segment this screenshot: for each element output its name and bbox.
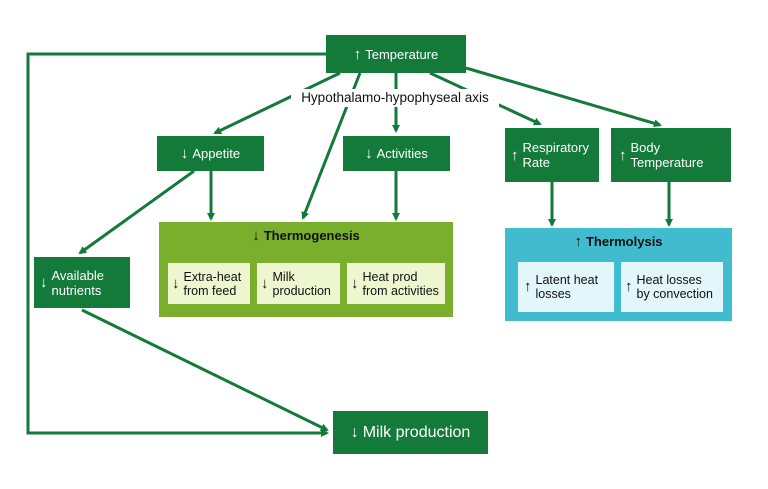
heat-prod-label: Heat prod from activities xyxy=(362,269,439,298)
extra-heat-item: ↓ Extra-heat from feed xyxy=(168,263,250,304)
heat-prod-item: ↓ Heat prod from activities xyxy=(347,263,445,304)
activities-node: ↓ Activities xyxy=(343,136,450,171)
down-arrow-icon: ↓ xyxy=(350,424,359,441)
thermogenesis-title: ↓Thermogenesis xyxy=(159,228,453,243)
milk-production-item: ↓ Milk production xyxy=(257,263,340,304)
down-arrow-icon: ↓ xyxy=(172,274,180,292)
heat-losses-convection-item: ↑ Heat losses by convection xyxy=(621,262,723,312)
arrow-temperature-to-body-temperature xyxy=(465,66,662,128)
activities-label: Activities xyxy=(376,146,428,161)
available-nutrients-label: Available nutrients xyxy=(51,267,105,298)
body-temperature-label: Body Temperature xyxy=(630,140,704,170)
arrow-appetite-to-available-nutrients xyxy=(78,169,195,255)
down-arrow-icon: ↓ xyxy=(180,145,189,162)
respiratory-rate-label: Respiratory Rate xyxy=(522,140,589,170)
down-arrow-icon: ↓ xyxy=(261,274,269,292)
thermolysis-label: Thermolysis xyxy=(585,234,663,249)
temperature-label: Temperature xyxy=(365,46,439,62)
hypothalamo-axis-label: Hypothalamo-hypophyseal axis xyxy=(291,89,499,107)
up-arrow-icon: ↑ xyxy=(511,146,519,164)
body-temperature-node: ↑ Body Temperature xyxy=(611,128,731,182)
down-arrow-icon: ↓ xyxy=(365,145,373,162)
heat-losses-convection-label: Heat losses by convection xyxy=(636,273,713,301)
up-arrow-icon: ↑ xyxy=(574,233,582,250)
up-arrow-icon: ↑ xyxy=(353,45,362,63)
up-arrow-icon: ↑ xyxy=(524,278,532,295)
down-arrow-icon: ↓ xyxy=(40,274,48,291)
extra-heat-label: Extra-heat from feed xyxy=(183,269,242,298)
appetite-label: Appetite xyxy=(192,146,241,161)
temperature-node: ↑ Temperature xyxy=(326,35,466,73)
thermogenesis-label: Thermogenesis xyxy=(263,228,360,243)
milk-production-node: ↓ Milk production xyxy=(333,411,488,454)
milk-production-item-label: Milk production xyxy=(272,269,331,298)
available-nutrients-node: ↓ Available nutrients xyxy=(34,257,130,308)
arrow-temperature-to-milk-production xyxy=(26,52,329,437)
latent-heat-item: ↑ Latent heat losses xyxy=(518,262,614,312)
up-arrow-icon: ↑ xyxy=(619,146,627,164)
appetite-node: ↓ Appetite xyxy=(157,136,264,171)
respiratory-rate-node: ↑ Respiratory Rate xyxy=(505,128,599,182)
thermolysis-title: ↑Thermolysis xyxy=(505,234,732,249)
down-arrow-icon: ↓ xyxy=(351,274,359,292)
up-arrow-icon: ↑ xyxy=(625,278,633,295)
arrow-temperature-to-appetite xyxy=(213,71,341,135)
down-arrow-icon: ↓ xyxy=(252,227,260,244)
milk-production-label: Milk production xyxy=(362,424,471,441)
latent-heat-label: Latent heat losses xyxy=(535,273,599,301)
arrow-available-nutrients-to-milk-production xyxy=(81,308,329,432)
